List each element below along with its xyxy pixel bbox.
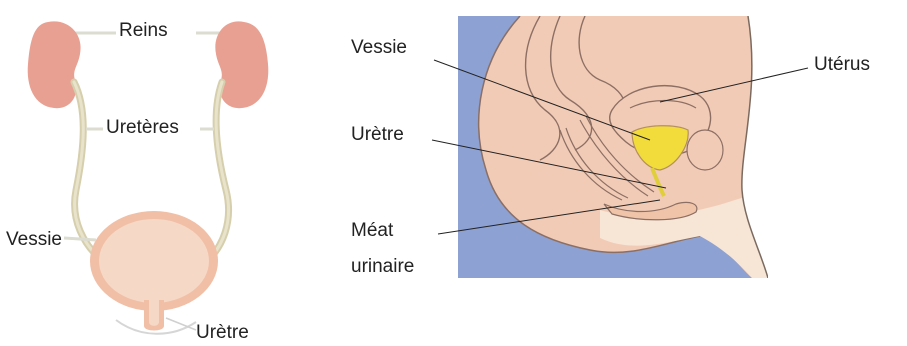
female-pelvis-diagram [432,16,808,278]
right-kidney [215,21,268,108]
label-kidneys: Reins [116,20,171,42]
label-uterus: Utérus [814,54,870,76]
label-urethra-left: Urètre [196,322,249,344]
bladder-leader-line [64,238,96,240]
label-bladder-left: Vessie [6,229,62,251]
label-meatus-line1: Méat [351,220,393,242]
pelvic-organ [687,130,723,170]
label-urethra-right: Urètre [351,124,404,146]
bladder-inner [99,219,209,303]
urinary-system-diagram [28,21,269,333]
label-bladder-right: Vessie [351,37,407,59]
label-meatus-line2: urinaire [351,256,414,278]
left-kidney [28,21,81,108]
urethra-inner [149,300,159,326]
label-ureters: Uretères [103,117,182,139]
